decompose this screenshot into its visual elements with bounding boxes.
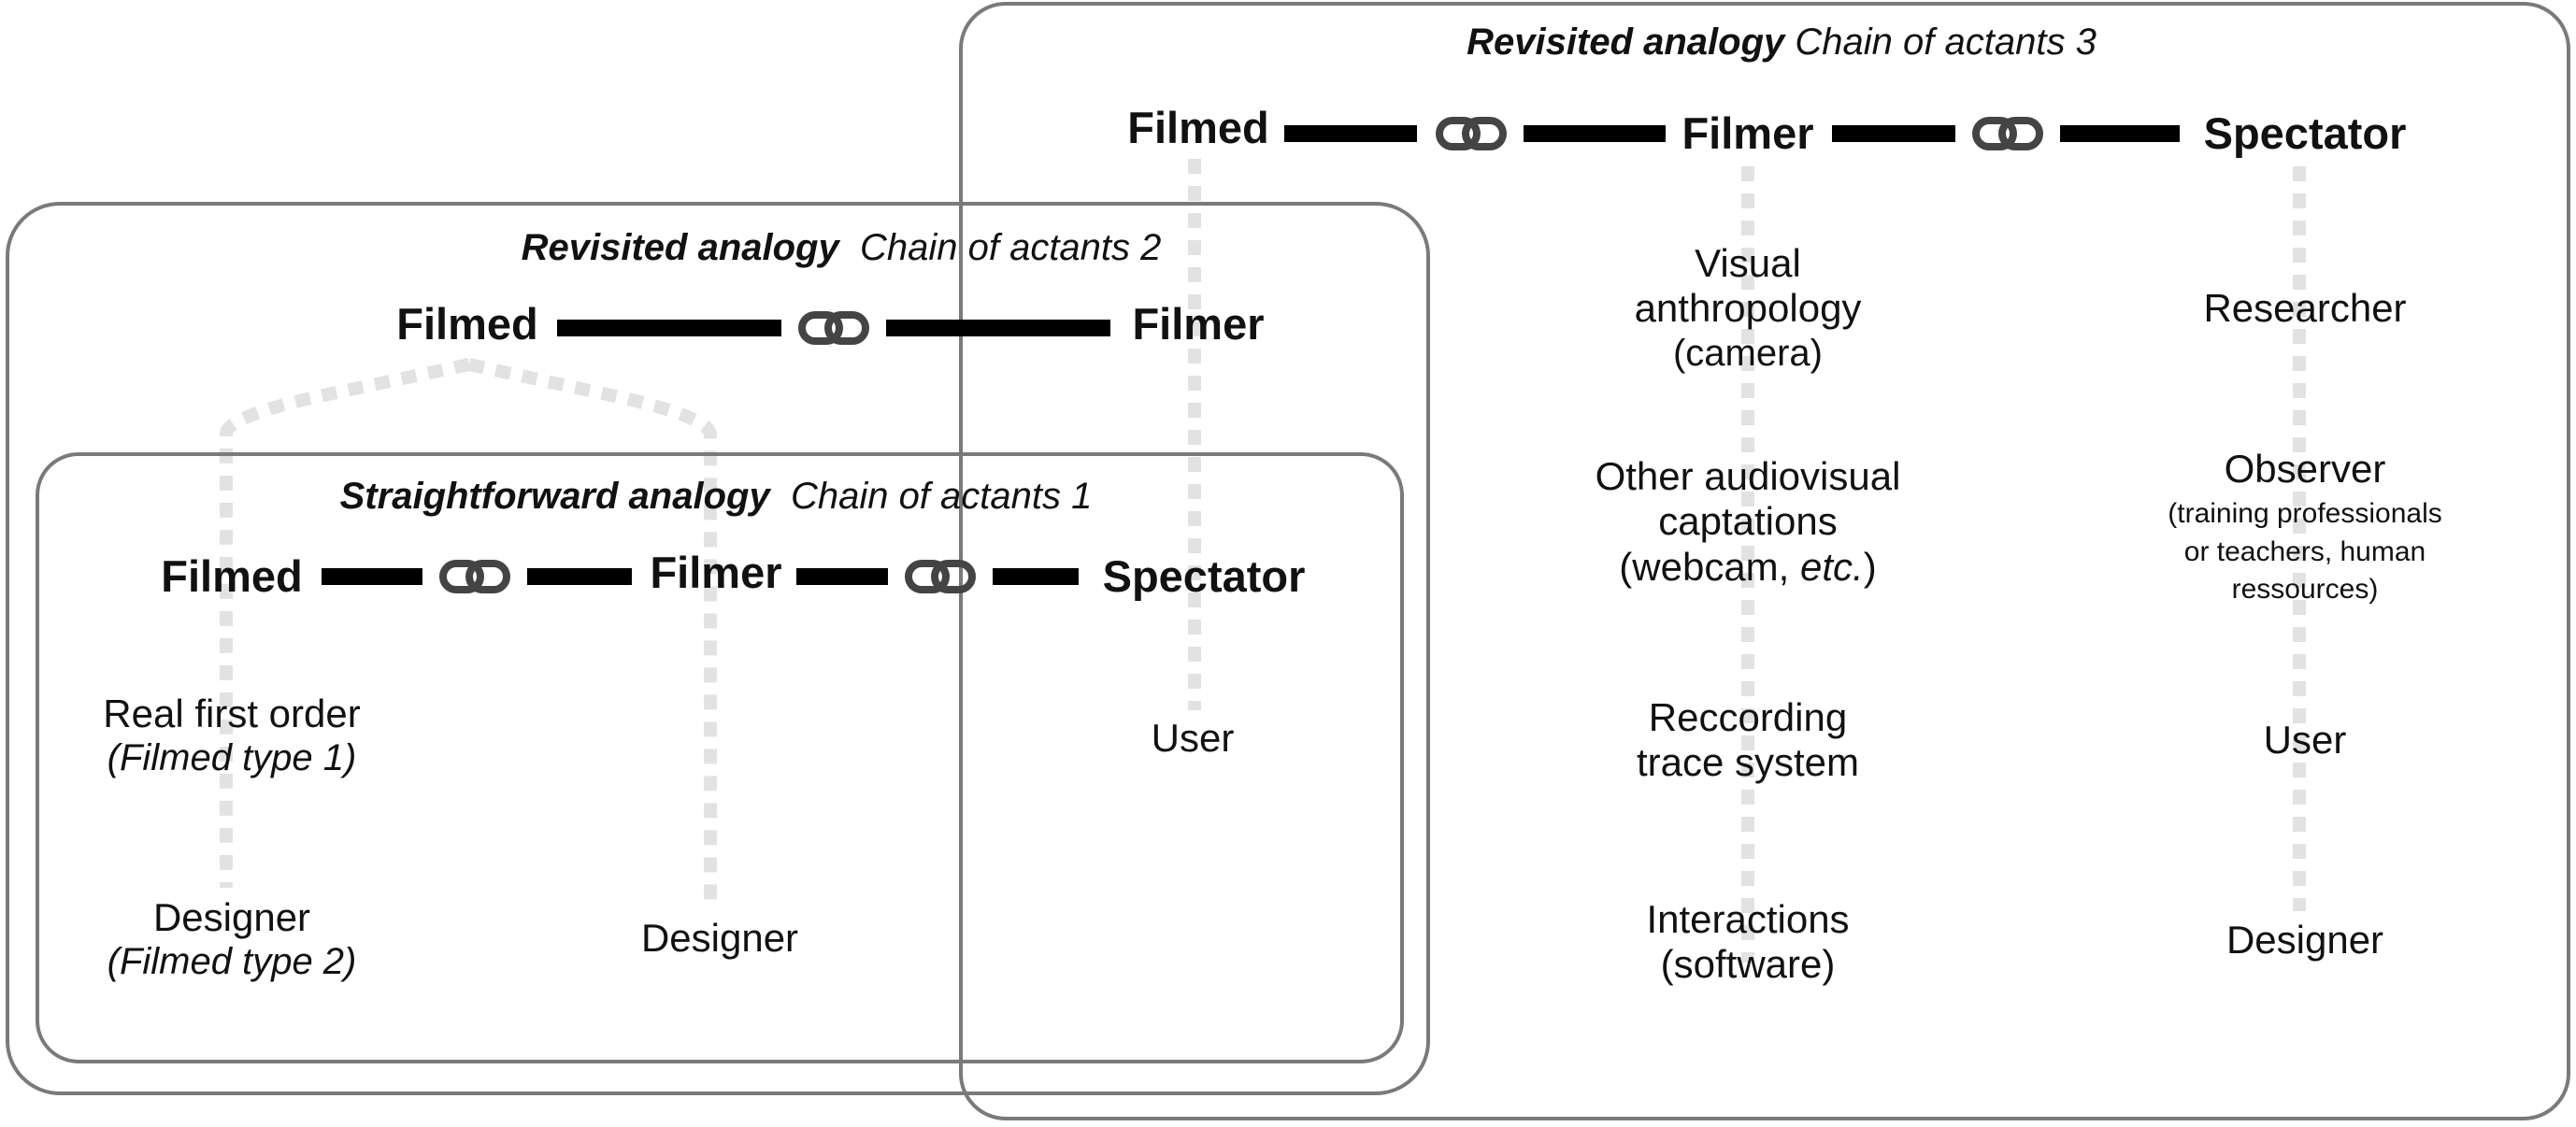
spectator-researcher: Researcher bbox=[2203, 286, 2407, 330]
chain1-title: Straightforward analogy Chain of actants… bbox=[340, 475, 1093, 518]
line: Real first order bbox=[103, 692, 361, 735]
filmer-visual-anthropology: Visual anthropology (camera) bbox=[1635, 241, 1862, 375]
chain3-bar-4 bbox=[2060, 125, 2180, 142]
chain1-bar-2 bbox=[527, 568, 632, 585]
chain3-title-rest: Chain of actants 3 bbox=[1795, 21, 2097, 63]
chain-link-icon bbox=[1439, 121, 1503, 147]
chain2-filmed-branch-left bbox=[220, 358, 471, 888]
line: (software) bbox=[1660, 942, 1836, 987]
spectator-user: User bbox=[2263, 718, 2347, 762]
line: anthropology bbox=[1634, 286, 1862, 331]
filmer-other-audiovisual: Other audiovisual captations (webcam, et… bbox=[1596, 454, 1901, 590]
chain2-title-bold: Revisited analogy bbox=[521, 227, 839, 268]
line: Reccording bbox=[1648, 695, 1848, 739]
chain1-links bbox=[322, 564, 1079, 590]
chain2-node-filmer: Filmer bbox=[1132, 299, 1265, 349]
chain3-bar-3 bbox=[1832, 125, 1955, 142]
text: ) bbox=[1863, 544, 1877, 589]
line: Interactions bbox=[1646, 897, 1850, 941]
line: (training professionals bbox=[2168, 498, 2442, 529]
chain1-node-spectator: Spectator bbox=[1102, 551, 1306, 601]
line: (webcam, etc.) bbox=[1596, 545, 1901, 590]
chain1-bar-1 bbox=[322, 568, 422, 585]
spectator-observer: Observer bbox=[2224, 447, 2386, 491]
chain1-box bbox=[36, 452, 1404, 1063]
chain3-bar-1 bbox=[1284, 125, 1417, 142]
line: ressources) bbox=[2231, 574, 2379, 605]
chain2-bar-2 bbox=[886, 320, 1110, 336]
line: or teachers, human bbox=[2183, 535, 2426, 567]
chain3-bar-2 bbox=[1524, 125, 1666, 142]
text-italic: etc. bbox=[1800, 544, 1864, 589]
chain2-filmed-branch-right bbox=[467, 358, 717, 902]
chain1-bar-4 bbox=[993, 568, 1079, 585]
chain3-title: Revisited analogy Chain of actants 3 bbox=[1467, 21, 2097, 64]
chain1-node-filmer: Filmer bbox=[650, 548, 782, 597]
line: (camera) bbox=[1672, 332, 1824, 374]
spectator-observer-note: (training professionals or teachers, hum… bbox=[2168, 495, 2441, 609]
chain1-title-bold: Straightforward analogy bbox=[339, 476, 770, 517]
spectator-designer: Designer bbox=[2225, 918, 2384, 962]
filmer-designer: Designer bbox=[640, 916, 799, 960]
chain3-node-spectator: Spectator bbox=[2203, 108, 2407, 158]
chain3-node-filmer: Filmer bbox=[1682, 108, 1814, 158]
chain1-title-rest: Chain of actants 1 bbox=[790, 476, 1093, 517]
line: Other audiovisual bbox=[1595, 454, 1901, 498]
chain2-title-rest: Chain of actants 2 bbox=[859, 227, 1162, 268]
line: (Filmed type 2) bbox=[107, 941, 357, 983]
dotted-connectors bbox=[220, 159, 2306, 963]
chain2-title: Revisited analogy Chain of actants 2 bbox=[522, 226, 1162, 269]
chain2-bar-1 bbox=[557, 320, 781, 336]
filmer-recording-trace: Reccording trace system bbox=[1637, 695, 1859, 786]
line: trace system bbox=[1636, 740, 1860, 785]
chain2-node-filmed: Filmed bbox=[396, 299, 538, 349]
filmed-real-first-order: Real first order (Filmed type 1) bbox=[103, 692, 360, 779]
filmer-interactions: Interactions (software) bbox=[1646, 897, 1849, 988]
line: Visual bbox=[1695, 241, 1801, 285]
line: Designer bbox=[152, 895, 311, 939]
chain-link-icon bbox=[1976, 121, 2039, 147]
line: (Filmed type 1) bbox=[107, 737, 357, 779]
chain2-links bbox=[557, 315, 1110, 341]
line: captations bbox=[1658, 499, 1838, 544]
spectator-user-chain1: User bbox=[1151, 716, 1235, 760]
chain3-links bbox=[1284, 121, 2180, 147]
chain3-node-filmed: Filmed bbox=[1127, 103, 1269, 152]
filmed-designer: Designer (Filmed type 2) bbox=[107, 895, 357, 983]
chain3-title-bold: Revisited analogy bbox=[1467, 21, 1785, 63]
text: (webcam, bbox=[1619, 544, 1801, 589]
chain1-bar-3 bbox=[796, 568, 888, 585]
chain2-box bbox=[6, 202, 1430, 1095]
chain1-node-filmed: Filmed bbox=[161, 551, 303, 601]
